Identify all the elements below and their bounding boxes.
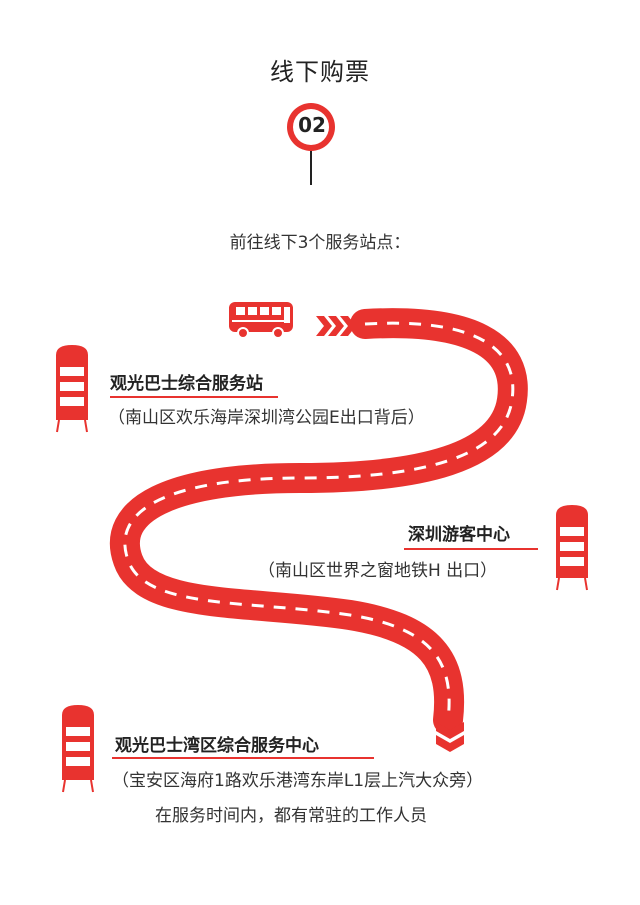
intro-text: 前往线下3个服务站点： <box>229 233 411 253</box>
stop-address-2: （南山区世界之窗地铁H 出口） <box>258 561 498 581</box>
stop-address-1: （南山区欢乐海岸深圳湾公园E出口背后） <box>108 408 425 428</box>
page-title: 线下购票 <box>270 58 370 86</box>
arrows-icon <box>316 316 356 336</box>
stop-underline-1 <box>110 396 278 398</box>
brochure-stand-icon <box>556 505 588 591</box>
pin-badge-icon <box>287 103 335 185</box>
brochure-stand-icon <box>62 705 94 793</box>
stop-name-2: 深圳游客中心 <box>408 525 510 545</box>
step-number: 02 <box>298 113 326 137</box>
stop-address-3: （宝安区海府1路欢乐港湾东岸L1层上汽大众旁） <box>112 771 484 791</box>
road-end-arrows-icon <box>436 722 464 752</box>
brochure-stand-icon <box>56 345 88 433</box>
stop-underline-2 <box>404 548 538 550</box>
service-note: 在服务时间内，都有常驻的工作人员 <box>155 806 427 826</box>
stop-name-3: 观光巴士湾区综合服务中心 <box>115 736 319 756</box>
stop-underline-3 <box>112 757 374 759</box>
bus-icon <box>229 302 293 339</box>
road-icon <box>109 308 528 735</box>
stop-name-1: 观光巴士综合服务站 <box>110 374 263 394</box>
